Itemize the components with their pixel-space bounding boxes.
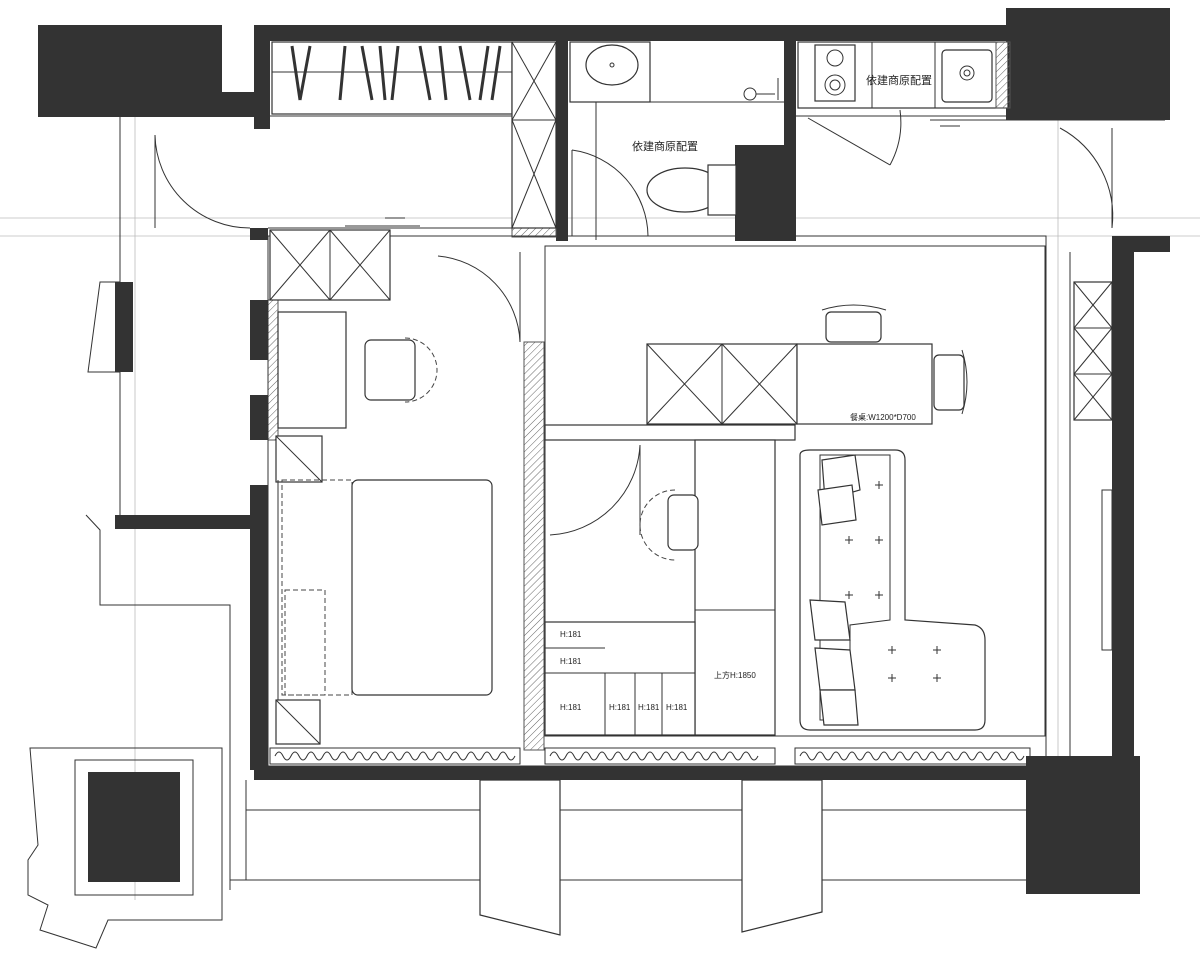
dining-table <box>796 343 933 425</box>
label-shelf-3: H:181 <box>560 703 582 712</box>
label-builder-bathroom: 依建商原配置 <box>632 139 698 153</box>
curtain-icon <box>269 747 1031 765</box>
label-shelf-6: H:181 <box>666 703 688 712</box>
study: H:181 H:181 H:181 H:181 H:181 H:181 上方H:… <box>544 424 796 736</box>
core-shaft <box>88 772 180 882</box>
chair-icon <box>364 337 438 403</box>
label-shelf-2: H:181 <box>560 657 582 666</box>
label-upper-cabinet: 上方H:1850 <box>714 670 756 680</box>
wall-right <box>1112 236 1134 756</box>
chair-icon <box>821 304 887 343</box>
structural-walls <box>38 8 1170 894</box>
column-bottom-right <box>1026 756 1140 894</box>
interior-outline <box>27 115 1113 949</box>
kitchen: 依建商原配置 <box>797 41 1011 109</box>
column-top-left <box>38 25 222 117</box>
sink-icon <box>585 44 639 86</box>
wall-top <box>254 25 1006 41</box>
bathroom: 依建商原配置 <box>569 41 784 240</box>
bedroom <box>269 229 493 745</box>
chair-icon <box>933 349 968 415</box>
toilet-icon <box>646 164 737 216</box>
label-builder-kitchen: 依建商原配置 <box>866 73 932 87</box>
label-shelf-4: H:181 <box>609 703 631 712</box>
stove-icon <box>814 44 856 102</box>
label-shelf-1: H:181 <box>560 630 582 639</box>
sofa-icon <box>799 449 986 731</box>
bed-icon <box>277 479 493 700</box>
label-shelf-5: H:181 <box>638 703 660 712</box>
chair-icon <box>639 489 699 561</box>
living-dining: 餐桌:W1200*D700 <box>646 281 1113 731</box>
label-dining-table: 餐桌:W1200*D700 <box>850 412 916 422</box>
wardrobe-top <box>271 41 557 229</box>
shelf-x-box <box>511 41 557 229</box>
